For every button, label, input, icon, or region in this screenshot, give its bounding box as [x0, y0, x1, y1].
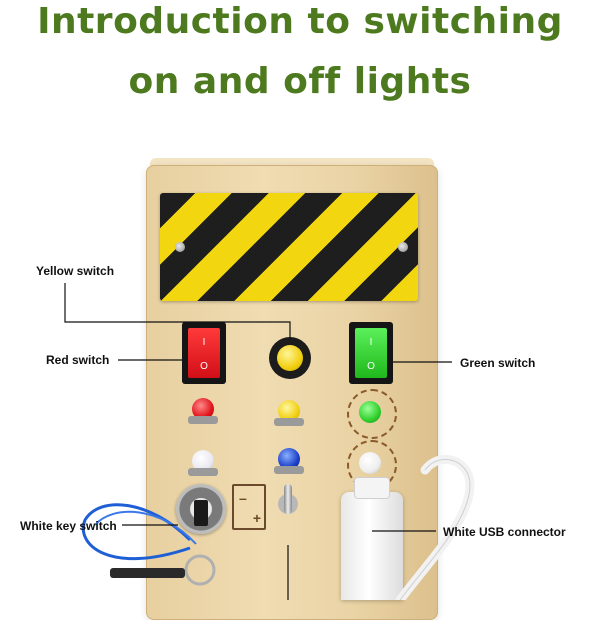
battery-minus-mark: –	[239, 490, 247, 506]
push-button-icon	[277, 345, 303, 371]
blue-led-icon	[278, 448, 300, 470]
switch-off-mark: O	[367, 361, 375, 372]
label-white-key-switch: White key switch	[20, 519, 117, 533]
page-title-line-2: on and off lights	[128, 61, 472, 102]
red-rocker-switch[interactable]: I O	[182, 322, 226, 384]
light-burst-decoration	[347, 389, 397, 439]
label-red-switch: Red switch	[46, 353, 110, 367]
green-led-icon	[359, 401, 381, 423]
switch-on-mark: I	[202, 337, 206, 348]
white-led-icon	[192, 450, 214, 472]
label-yellow-switch: Yellow switch	[36, 264, 115, 278]
screw-icon	[398, 242, 408, 252]
green-switch-face: I O	[355, 328, 387, 378]
white-led-icon	[359, 452, 381, 474]
yellow-led-icon	[278, 400, 300, 422]
battery-plus-mark: +	[252, 510, 261, 526]
hazard-stripe-panel	[160, 193, 418, 301]
toggle-switch[interactable]	[278, 484, 298, 544]
led-base	[188, 468, 218, 476]
led-base	[274, 466, 304, 474]
usb-plug-head	[355, 478, 389, 498]
battery-icon: – +	[232, 484, 266, 530]
page-title-line-1: Introduction to switching	[37, 1, 563, 42]
switch-on-mark: I	[369, 337, 373, 348]
label-green-switch: Green switch	[460, 356, 536, 370]
red-led-icon	[192, 398, 214, 420]
led-base	[274, 418, 304, 426]
toggle-lever	[284, 484, 292, 514]
key-icon	[194, 500, 208, 526]
green-rocker-switch[interactable]: I O	[349, 322, 393, 384]
screw-icon	[175, 242, 185, 252]
red-switch-face: I O	[188, 328, 220, 378]
label-white-usb-connector: White USB connector	[443, 525, 566, 539]
led-base	[188, 416, 218, 424]
switch-off-mark: O	[200, 361, 208, 372]
yellow-push-button[interactable]	[269, 337, 311, 379]
usb-plug-icon[interactable]	[341, 478, 403, 600]
